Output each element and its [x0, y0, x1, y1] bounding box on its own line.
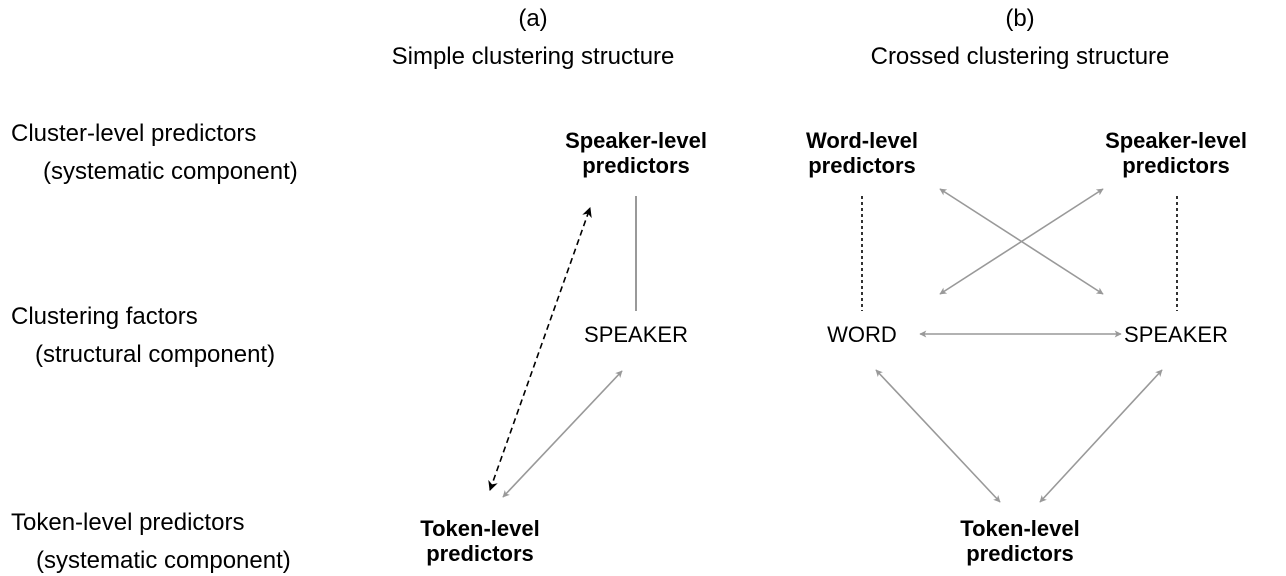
panel-a-title: Simple clustering structure	[391, 43, 675, 70]
row-label-cluster-level: Cluster-level predictors	[11, 120, 257, 147]
panel-b-speaker-token-arrow	[1039, 369, 1163, 503]
panel-a-letter: (a)	[518, 5, 548, 32]
panel-b-title: Crossed clustering structure	[870, 43, 1170, 70]
panel-b-speaker-predictors-line1: Speaker-level	[1105, 128, 1247, 153]
panel-b-speaker-predictors-word-arrow	[939, 188, 1104, 295]
panel-a-token-speaker-predictors-dashed-arrow	[488, 207, 592, 491]
panel-a-token-predictors-line2: predictors	[426, 541, 534, 566]
panel-a-speaker-factor: SPEAKER	[584, 322, 688, 347]
panel-b-word-factor: WORD	[827, 322, 897, 347]
panel-b-token-predictors-line2: predictors	[966, 541, 1074, 566]
row-label-token-level: Token-level predictors	[11, 509, 245, 536]
panel-a-speaker-predictors-line2: predictors	[582, 153, 690, 178]
panel-b-letter: (b)	[1005, 5, 1035, 32]
panel-b-word-predictors-line2: predictors	[808, 153, 916, 178]
row-sublabel-cluster-level: (systematic component)	[43, 158, 298, 185]
panel-b-token-predictors-line1: Token-level	[960, 516, 1080, 541]
panel-b-word-predictors-line1: Word-level	[805, 128, 919, 153]
panel-a-token-speaker-arrow	[502, 370, 623, 498]
row-sublabel-token-level: (systematic component)	[36, 547, 291, 574]
panel-b-speaker-predictors-line2: predictors	[1122, 153, 1230, 178]
panel-a-token-predictors-line1: Token-level	[420, 516, 540, 541]
panel-a-speaker-predictors-line1: Speaker-level	[565, 128, 707, 153]
panel-b-word-token-arrow	[875, 369, 1001, 503]
row-sublabel-clustering-factors: (structural component)	[35, 341, 276, 368]
row-label-clustering-factors: Clustering factors	[11, 303, 198, 330]
panel-b-speaker-factor: SPEAKER	[1124, 322, 1228, 347]
